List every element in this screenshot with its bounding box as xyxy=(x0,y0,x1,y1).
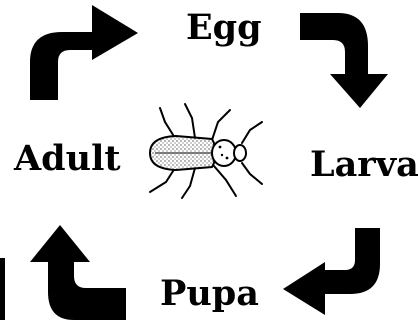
stage-label-adult: Adult xyxy=(14,141,121,176)
stage-label-egg: Egg xyxy=(186,10,262,45)
stage-label-pupa: Pupa xyxy=(160,276,259,311)
stage-label-larva: Larva xyxy=(310,147,418,182)
edge-bar xyxy=(0,258,5,320)
